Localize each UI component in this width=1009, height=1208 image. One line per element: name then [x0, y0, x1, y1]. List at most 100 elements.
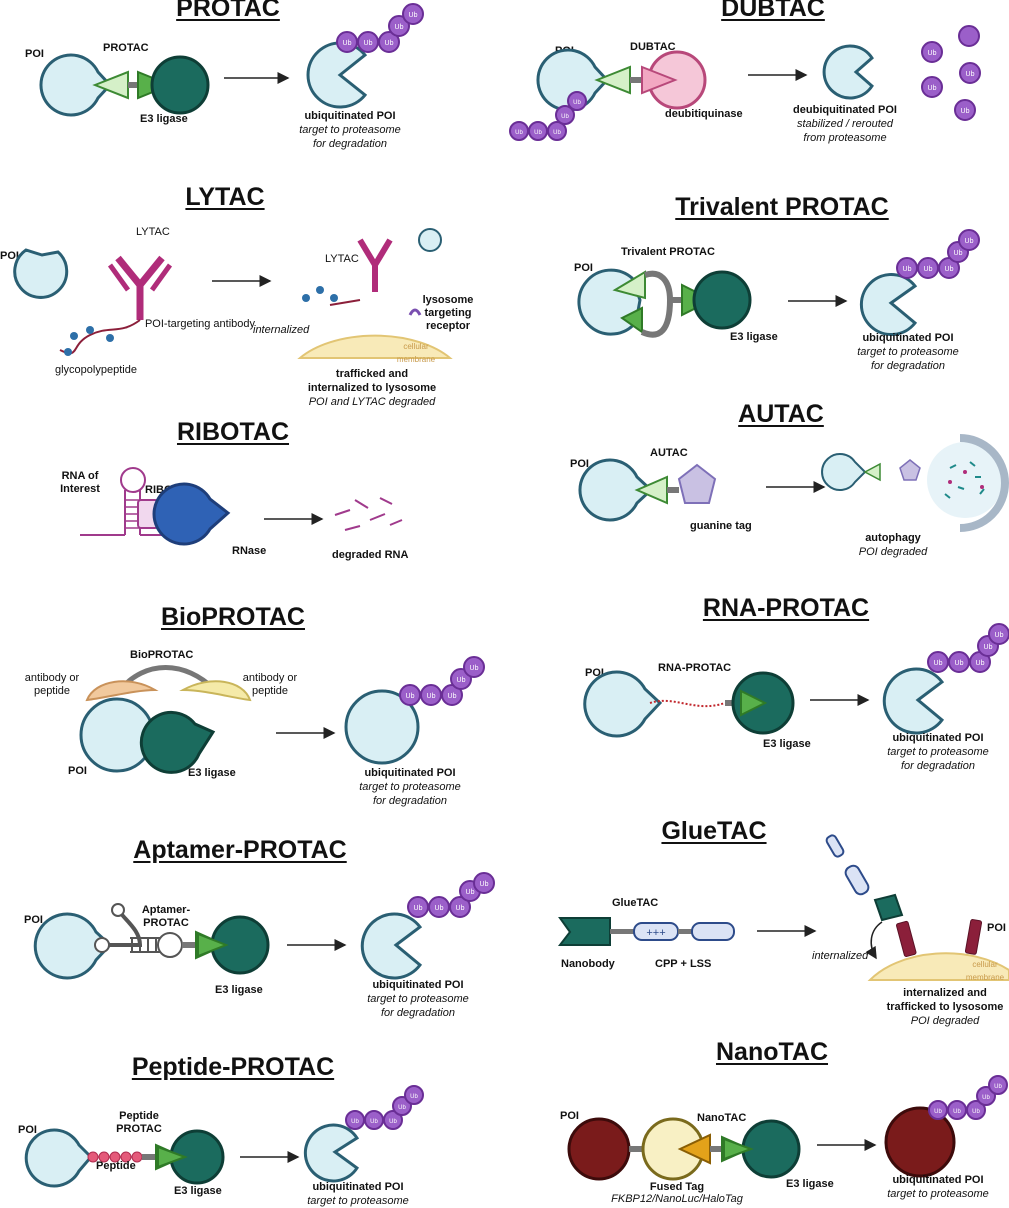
lytac-arrow [212, 275, 272, 287]
svg-text:Ub: Ub [457, 677, 466, 684]
protac-title: PROTAC [176, 0, 280, 22]
svg-text:Ub: Ub [480, 881, 489, 888]
linker-bar [128, 82, 138, 88]
autac-tag-label: guanine tag [690, 520, 752, 532]
autac-complex [578, 458, 717, 522]
lytac-membrane-label: cellular membrane [396, 342, 436, 364]
svg-text:Ub: Ub [995, 632, 1004, 639]
svg-text:Ub: Ub [448, 693, 457, 700]
trivalent-title: Trivalent PROTAC [675, 193, 889, 221]
svg-text:Ub: Ub [534, 130, 542, 136]
svg-text:Ub: Ub [427, 693, 436, 700]
svg-text:Ub: Ub [934, 660, 943, 667]
svg-text:Ub: Ub [972, 1109, 980, 1115]
peptide-peptide-label: Peptide [96, 1160, 136, 1172]
rnaprotac-complex [583, 670, 795, 738]
svg-text:Ub: Ub [982, 1095, 990, 1101]
svg-text:Ub: Ub [553, 130, 561, 136]
nanotac-poi-label: POI [560, 1110, 579, 1122]
rnaprotac-result-shape: Ub Ub Ub Ub Ub [882, 623, 1009, 735]
protac-complex [39, 53, 210, 117]
svg-text:Ub: Ub [966, 71, 975, 78]
autac-title: AUTAC [738, 400, 824, 428]
svg-text:Ub: Ub [934, 1109, 942, 1115]
svg-text:Ub: Ub [364, 40, 373, 47]
peptide-title: Peptide-PROTAC [131, 1053, 335, 1081]
protac-e3-label: E3 ligase [140, 113, 188, 125]
trivalent-result: ubiquitinated POI target to proteasome f… [857, 332, 959, 372]
lytac-agent-label: LYTAC [136, 226, 170, 238]
svg-text:Ub: Ub [984, 644, 993, 651]
ribotac-title: RIBOTAC [176, 418, 290, 446]
lytac-poi-label: POI [0, 250, 19, 262]
e3-ligase-shape [150, 55, 210, 115]
svg-text:Ub: Ub [965, 238, 974, 245]
peptide-agent-label: Peptide PROTAC [116, 1110, 162, 1135]
svg-text:Ub: Ub [406, 693, 415, 700]
ribotac-result: degraded RNA [332, 549, 409, 561]
lytac-glyco-label: glycopolypeptide [55, 364, 137, 376]
nanotac-arrow [817, 1139, 877, 1151]
peptide-result-shape: Ub Ub Ub Ub Ub [303, 1085, 424, 1183]
svg-text:Ub: Ub [961, 108, 970, 115]
peptide-poi-label: POI [18, 1124, 37, 1136]
nanotac-result-shape: Ub Ub Ub Ub Ub [884, 1075, 1008, 1178]
bioprotac-result: ubiquitinated POI target to proteasome f… [359, 767, 461, 807]
aptamer-complex [33, 903, 270, 980]
nanotac-title: NanoTAC [715, 1038, 829, 1066]
lytac-internalized-label: internalized [253, 324, 310, 336]
svg-text:Ub: Ub [409, 12, 418, 19]
trivalent-agent-label: Trivalent PROTAC [621, 246, 715, 258]
rnaprotac-arrow [810, 694, 870, 706]
autac-poi-label: POI [570, 458, 589, 470]
svg-text:Ub: Ub [410, 1094, 418, 1100]
ub-text: Ub [343, 40, 352, 47]
bioprotac-arrow [276, 727, 336, 739]
svg-text:Ub: Ub [573, 100, 581, 106]
bioprotac-title: BioPROTAC [161, 603, 305, 631]
aptamer-result-shape: Ub Ub Ub Ub Ub [360, 872, 495, 980]
trivalent-arrow [788, 295, 848, 307]
svg-text:Ub: Ub [385, 40, 394, 47]
peptide-complex [24, 1128, 225, 1188]
autac-result: autophagy POI degraded [858, 532, 928, 558]
lytac-receptor-label: lysosome targeting receptor [422, 294, 474, 332]
autac-result-shape [821, 434, 1009, 532]
ribotac-arrow [264, 513, 324, 525]
svg-text:Ub: Ub [953, 1109, 961, 1115]
ribotac-rnase-label: RNase [232, 545, 267, 557]
lytac-antibody-label: POI-targeting antibody [144, 318, 256, 330]
svg-text:Ub: Ub [561, 114, 569, 120]
bioprotac-left-label: antibody or peptide [24, 672, 80, 697]
lytac-agent2-label: LYTAC [325, 253, 359, 265]
svg-text:Ub: Ub [456, 905, 465, 912]
svg-text:Ub: Ub [945, 266, 954, 273]
gluetac-plus: +++ [646, 927, 665, 939]
lytac-title: LYTAC [185, 183, 265, 211]
bioprotac-complex [79, 665, 252, 774]
peptide-result: ubiquitinated POI target to proteasome [307, 1181, 409, 1207]
bioprotac-e3-label: E3 ligase [188, 767, 236, 779]
svg-text:Ub: Ub [414, 905, 423, 912]
poi-pacman [39, 53, 113, 117]
autac-agent-label: AUTAC [650, 447, 688, 459]
aptamer-result: ubiquitinated POI target to proteasome f… [367, 979, 469, 1019]
trivalent-complex [577, 268, 752, 338]
dubtac-result-shape: Ub Ub Ub Ub [822, 25, 981, 121]
dubtac-result: deubiquitinated POI stabilized / reroute… [793, 104, 897, 144]
nanotac-fused-label: Fused Tag [649, 1181, 705, 1193]
svg-text:Ub: Ub [976, 660, 985, 667]
svg-text:Ub: Ub [351, 1119, 359, 1125]
aptamer-e3-label: E3 ligase [215, 984, 263, 996]
dubtac-agent-label: DUBTAC [630, 41, 676, 53]
gluetac-title: GlueTAC [661, 817, 767, 845]
gluetac-complex: +++ [557, 917, 735, 946]
ribotac-rna-label: RNA of Interest [60, 470, 100, 495]
protac-poi-label: POI [25, 48, 44, 60]
degraded-rna-shape [334, 497, 403, 531]
svg-text:Ub: Ub [928, 50, 937, 57]
protac-arrow [224, 72, 290, 84]
trivalent-poi-label: POI [574, 262, 593, 274]
gluetac-agent-label: GlueTAC [612, 897, 659, 909]
